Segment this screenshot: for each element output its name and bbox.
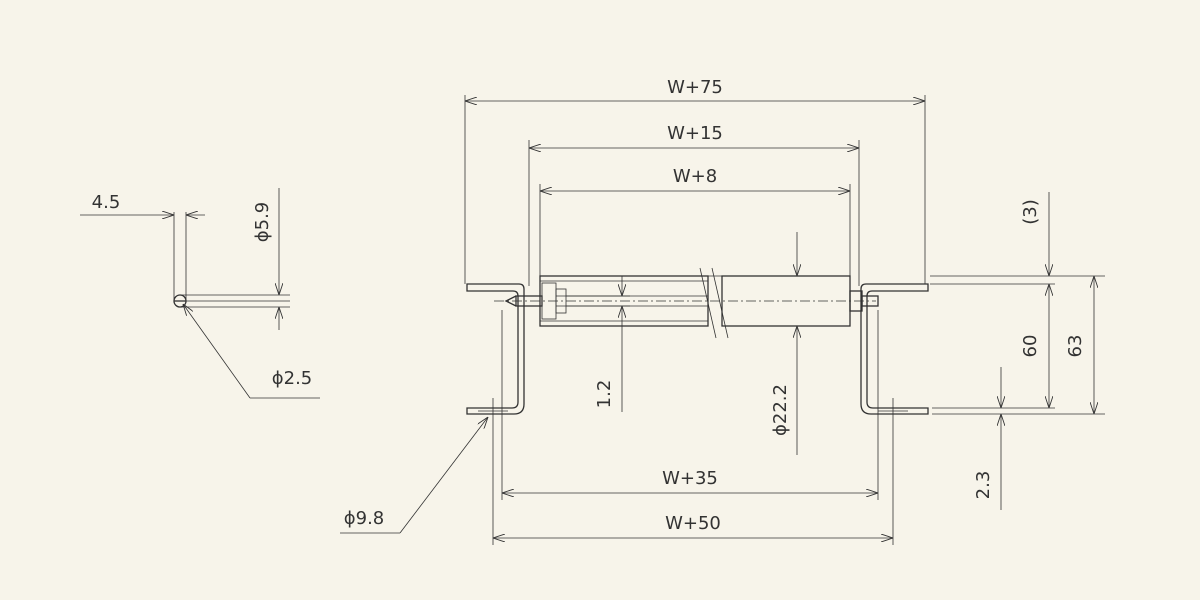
left-bracket: [466, 283, 525, 415]
dim-phi-22-2-label: ϕ22.2: [770, 384, 791, 436]
dim-phi-2-5-label: ϕ2.5: [272, 368, 313, 389]
right-bracket: [860, 283, 929, 415]
dim-3-label: (3): [1020, 199, 1041, 225]
left-bolt-hole: [478, 398, 508, 428]
dim-60-label: 60: [1020, 335, 1041, 358]
dim-w15-label: W+15: [667, 123, 723, 144]
shaft-end-detail: [80, 188, 320, 399]
dim-4-5-label: 4.5: [92, 192, 121, 213]
left-shaft: [504, 295, 543, 307]
right-shaft: [849, 290, 879, 312]
dim-2-3-label: 2.3: [973, 471, 994, 500]
dim-w50-label: W+50: [665, 513, 721, 534]
dim-w35-label: W+35: [662, 468, 718, 489]
right-bolt-hole: [878, 398, 908, 428]
roller-tube: [494, 267, 876, 339]
dim-w8-label: W+8: [673, 166, 717, 187]
dim-63-label: 63: [1065, 335, 1086, 358]
dim-phi-5-9-label: ϕ5.9: [252, 202, 273, 243]
dim-phi-9-8-label: ϕ9.8: [344, 508, 385, 529]
dim-1-2-label: 1.2: [594, 380, 615, 409]
dim-w75-label: W+75: [667, 77, 723, 98]
